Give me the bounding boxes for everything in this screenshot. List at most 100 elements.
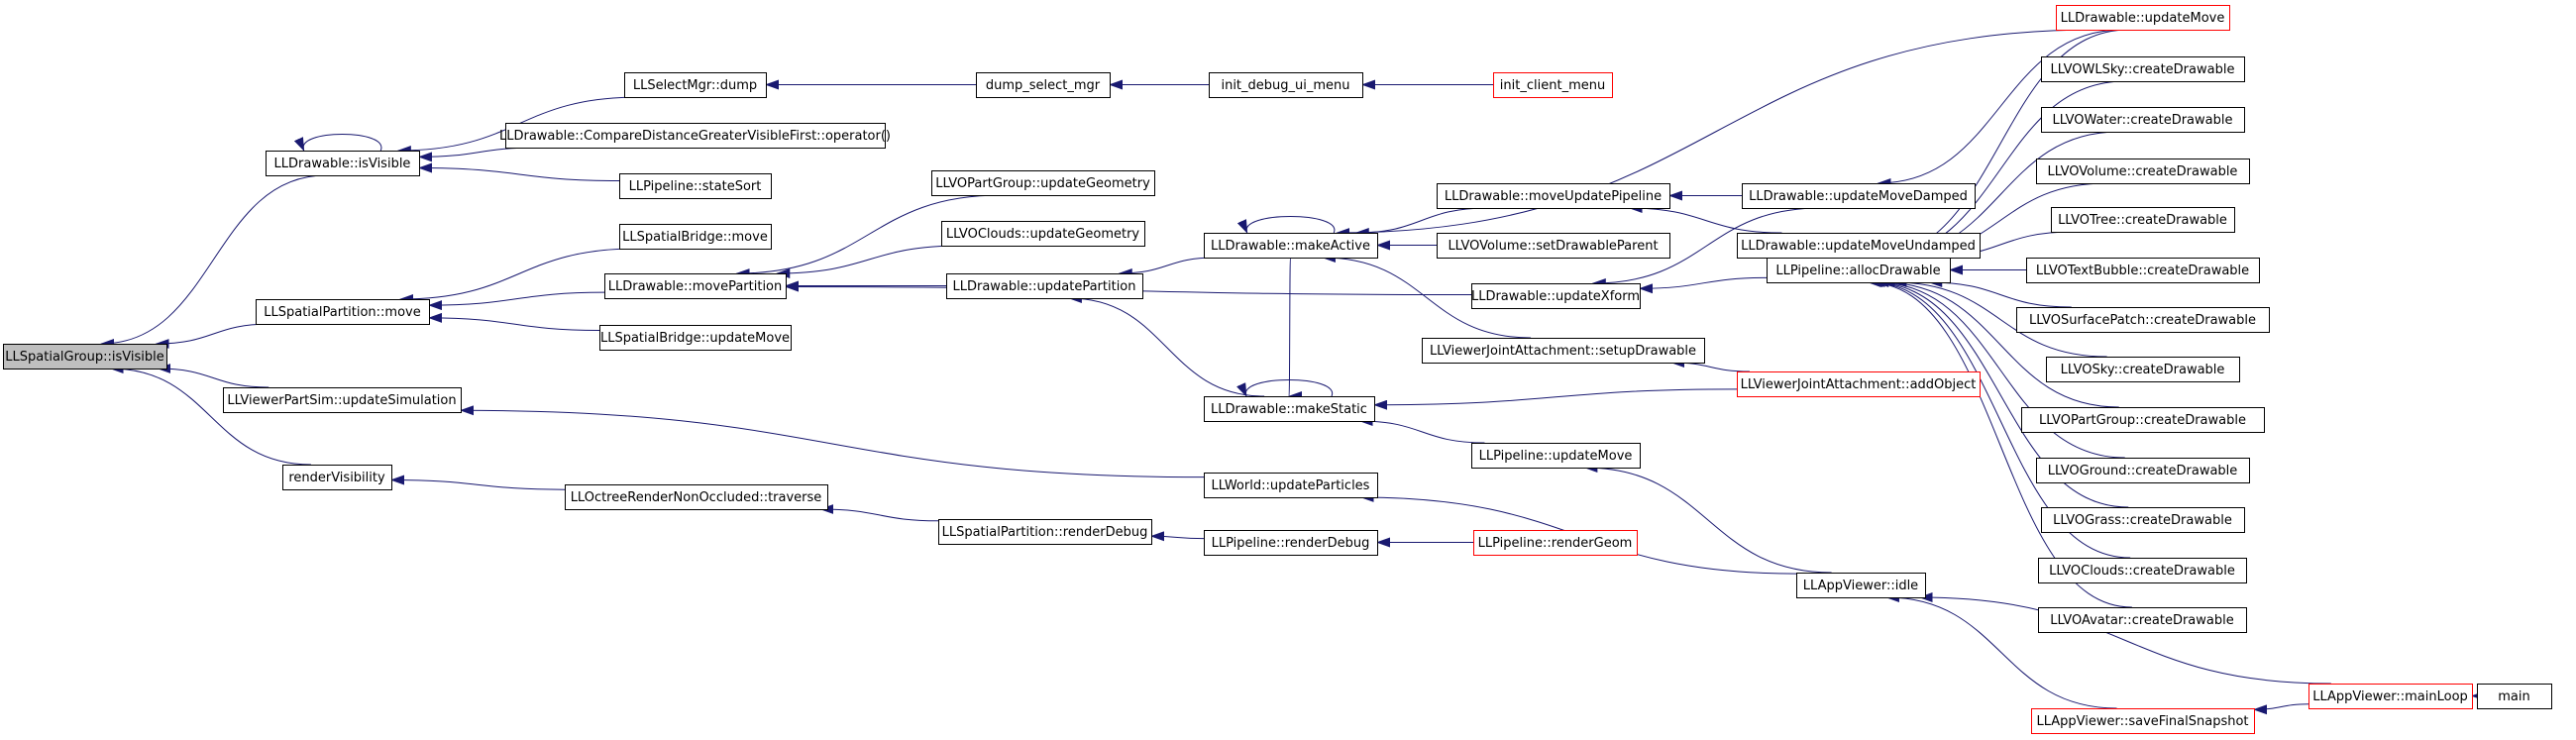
node-box[interactable] bbox=[2308, 684, 2473, 709]
node-n-updmove[interactable]: LLDrawable::updateMove bbox=[2056, 5, 2230, 31]
node-n-allocdraw[interactable]: LLPipeline::allocDrawable bbox=[1767, 258, 1951, 283]
node-box[interactable] bbox=[1796, 573, 1926, 598]
node-n-grass[interactable]: LLVOGrass::createDrawable bbox=[2041, 507, 2245, 533]
node-n-surfpatch[interactable]: LLVOSurfacePatch::createDrawable bbox=[2016, 307, 2270, 333]
node-n-main[interactable]: main bbox=[2477, 684, 2552, 709]
node-n-wlsky[interactable]: LLVOWLSky::createDrawable bbox=[2041, 56, 2245, 82]
node-n-sky[interactable]: LLVOSky::createDrawable bbox=[2046, 357, 2240, 382]
node-box[interactable] bbox=[2036, 458, 2250, 483]
node-n-rendervis[interactable]: renderVisibility bbox=[282, 465, 392, 490]
node-box[interactable] bbox=[1493, 72, 1613, 98]
node-n-statesort[interactable]: LLPipeline::stateSort bbox=[619, 173, 772, 199]
node-box[interactable] bbox=[2021, 407, 2265, 433]
node-box[interactable] bbox=[946, 273, 1143, 299]
node-n-partgroup[interactable]: LLVOPartGroup::createDrawable bbox=[2021, 407, 2265, 433]
node-box[interactable] bbox=[282, 465, 392, 490]
node-n-volume[interactable]: LLVOVolume::createDrawable bbox=[2036, 159, 2250, 184]
node-box[interactable] bbox=[2036, 159, 2250, 184]
node-box[interactable] bbox=[1471, 443, 1641, 469]
node-n-idle[interactable]: LLAppViewer::idle bbox=[1796, 573, 1926, 598]
node-box[interactable] bbox=[2038, 607, 2247, 633]
node-box[interactable] bbox=[2041, 107, 2245, 133]
node-box[interactable] bbox=[941, 221, 1145, 247]
node-box[interactable] bbox=[223, 387, 462, 413]
node-n-dumpsel[interactable]: dump_select_mgr bbox=[976, 72, 1111, 98]
node-box[interactable] bbox=[604, 273, 787, 299]
node-box[interactable] bbox=[3, 344, 167, 370]
node-box[interactable] bbox=[2051, 207, 2235, 233]
node-n-rendergeom[interactable]: LLPipeline::renderGeom bbox=[1473, 530, 1638, 556]
node-box[interactable] bbox=[1204, 233, 1378, 259]
node-box[interactable] bbox=[1437, 233, 1670, 259]
node-n-ground[interactable]: LLVOGround::createDrawable bbox=[2036, 458, 2250, 483]
node-n-savesnap[interactable]: LLAppViewer::saveFinalSnapshot bbox=[2031, 708, 2255, 734]
node-n-addobj[interactable]: LLViewerJointAttachment::addObject bbox=[1737, 371, 1981, 397]
node-box[interactable] bbox=[624, 72, 767, 98]
node-n-cmpdist[interactable]: LLDrawable::CompareDistanceGreaterVisibl… bbox=[499, 123, 891, 149]
node-box[interactable] bbox=[2041, 507, 2245, 533]
node-n-piperenderdbg[interactable]: LLPipeline::renderDebug bbox=[1204, 530, 1378, 556]
node-box[interactable] bbox=[2477, 684, 2552, 709]
node-box[interactable] bbox=[1767, 258, 1951, 283]
node-n-clupdgeom[interactable]: LLVOClouds::updateGeometry bbox=[941, 221, 1145, 247]
node-box[interactable] bbox=[1204, 473, 1378, 498]
node-n-water[interactable]: LLVOWater::createDrawable bbox=[2041, 107, 2245, 133]
node-n-moveupdpipe[interactable]: LLDrawable::moveUpdatePipeline bbox=[1437, 183, 1670, 209]
node-n-updxform[interactable]: LLDrawable::updateXform bbox=[1471, 283, 1641, 309]
node-n-initclient[interactable]: init_client_menu bbox=[1493, 72, 1613, 98]
node-n-updmoveundamp[interactable]: LLDrawable::updateMoveUndamped bbox=[1737, 233, 1981, 259]
node-n-isvisible[interactable]: LLDrawable::isVisible bbox=[266, 151, 420, 176]
node-n-textbubble[interactable]: LLVOTextBubble::createDrawable bbox=[2026, 258, 2260, 283]
node-n-updmovedamp[interactable]: LLDrawable::updateMoveDamped bbox=[1742, 183, 1976, 209]
node-n-setupdraw[interactable]: LLViewerJointAttachment::setupDrawable bbox=[1422, 338, 1705, 364]
node-n-pgupdgeom[interactable]: LLVOPartGroup::updateGeometry bbox=[931, 170, 1155, 196]
node-n-worldpart[interactable]: LLWorld::updateParticles bbox=[1204, 473, 1378, 498]
node-n-clouds[interactable]: LLVOClouds::createDrawable bbox=[2038, 558, 2247, 583]
node-n-makeactive[interactable]: LLDrawable::makeActive bbox=[1204, 233, 1378, 259]
node-box[interactable] bbox=[1742, 183, 1976, 209]
node-box[interactable] bbox=[256, 299, 430, 325]
node-n-octree[interactable]: LLOctreeRenderNonOccluded::traverse bbox=[565, 484, 828, 510]
node-box[interactable] bbox=[2026, 258, 2260, 283]
node-n-movepart[interactable]: LLDrawable::movePartition bbox=[604, 273, 787, 299]
node-n-makestatic[interactable]: LLDrawable::makeStatic bbox=[1204, 396, 1375, 422]
node-box[interactable] bbox=[1209, 72, 1363, 98]
node-box[interactable] bbox=[619, 224, 772, 250]
node-box[interactable] bbox=[2056, 5, 2230, 31]
node-n-sbmove[interactable]: LLSpatialBridge::move bbox=[619, 224, 772, 250]
node-box[interactable] bbox=[2041, 56, 2245, 82]
node-box[interactable] bbox=[2038, 558, 2247, 583]
node-box[interactable] bbox=[976, 72, 1111, 98]
node-n-tree[interactable]: LLVOTree::createDrawable bbox=[2051, 207, 2235, 233]
node-n-mainloop[interactable]: LLAppViewer::mainLoop bbox=[2308, 684, 2473, 709]
node-box[interactable] bbox=[1422, 338, 1705, 364]
node-root[interactable]: LLSpatialGroup::isVisible bbox=[3, 344, 167, 370]
node-n-spmove[interactable]: LLSpatialPartition::move bbox=[256, 299, 430, 325]
node-box[interactable] bbox=[1473, 530, 1638, 556]
node-n-initdbg[interactable]: init_debug_ui_menu bbox=[1209, 72, 1363, 98]
node-box[interactable] bbox=[505, 123, 886, 149]
node-box[interactable] bbox=[1204, 396, 1375, 422]
node-box[interactable] bbox=[266, 151, 420, 176]
node-n-pipeupdmove[interactable]: LLPipeline::updateMove bbox=[1471, 443, 1641, 469]
node-box[interactable] bbox=[1204, 530, 1378, 556]
node-box[interactable] bbox=[1737, 371, 1981, 397]
node-box[interactable] bbox=[938, 519, 1152, 545]
node-box[interactable] bbox=[2016, 307, 2270, 333]
node-box[interactable] bbox=[2031, 708, 2255, 734]
node-box[interactable] bbox=[565, 484, 828, 510]
node-box[interactable] bbox=[931, 170, 1155, 196]
node-box[interactable] bbox=[1471, 283, 1641, 309]
node-n-avatar[interactable]: LLVOAvatar::createDrawable bbox=[2038, 607, 2247, 633]
node-box[interactable] bbox=[619, 173, 772, 199]
node-box[interactable] bbox=[1737, 233, 1981, 259]
node-box[interactable] bbox=[2046, 357, 2240, 382]
node-n-partsim[interactable]: LLViewerPartSim::updateSimulation bbox=[223, 387, 462, 413]
node-box[interactable] bbox=[1437, 183, 1670, 209]
node-n-selmgr[interactable]: LLSelectMgr::dump bbox=[624, 72, 767, 98]
node-n-sbupdmove[interactable]: LLSpatialBridge::updateMove bbox=[599, 325, 792, 351]
node-box[interactable] bbox=[599, 325, 792, 351]
node-n-updpart[interactable]: LLDrawable::updatePartition bbox=[946, 273, 1143, 299]
node-n-setdrawpar[interactable]: LLVOVolume::setDrawableParent bbox=[1437, 233, 1670, 259]
node-n-sprenderdbg[interactable]: LLSpatialPartition::renderDebug bbox=[938, 519, 1152, 545]
